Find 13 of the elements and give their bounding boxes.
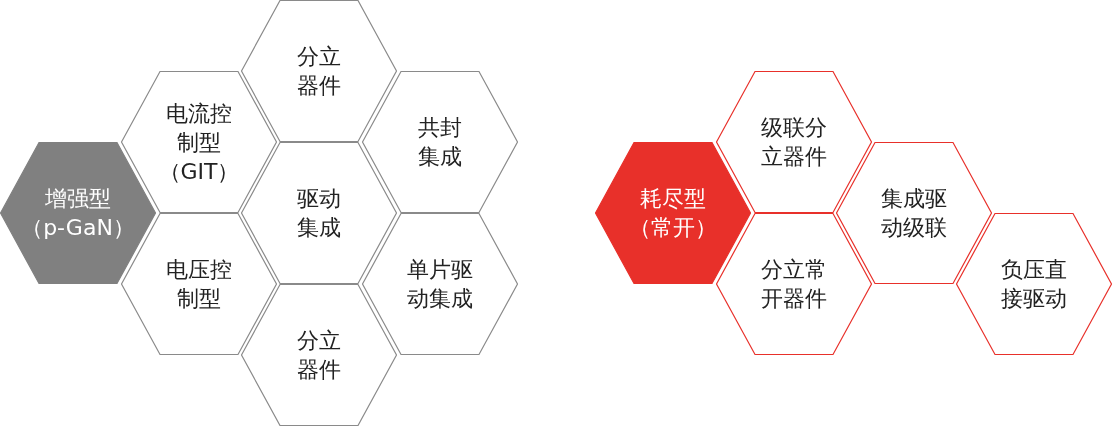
hexagon-label: 电压控制型 xyxy=(166,256,232,313)
hexagon-label: 单片驱动集成 xyxy=(407,256,473,313)
hexagon-label: 驱动集成 xyxy=(297,185,341,242)
hexagon-label: 级联分立器件 xyxy=(761,114,827,171)
hexagon-label: 耗尽型（常开） xyxy=(629,185,717,242)
hexagon-label: 共封集成 xyxy=(418,114,462,171)
hexagon-label: 电流控制型（GIT） xyxy=(158,99,240,186)
hexagon-label: 集成驱动级联 xyxy=(881,185,947,242)
hexagon-label: 负压直接驱动 xyxy=(1001,256,1067,313)
hexagon-label: 分立器件 xyxy=(297,43,341,100)
hexagon-label: 分立器件 xyxy=(297,327,341,384)
hexagon-label: 增强型（p-GaN） xyxy=(21,185,135,242)
hexagon-label: 分立常开器件 xyxy=(761,256,827,313)
